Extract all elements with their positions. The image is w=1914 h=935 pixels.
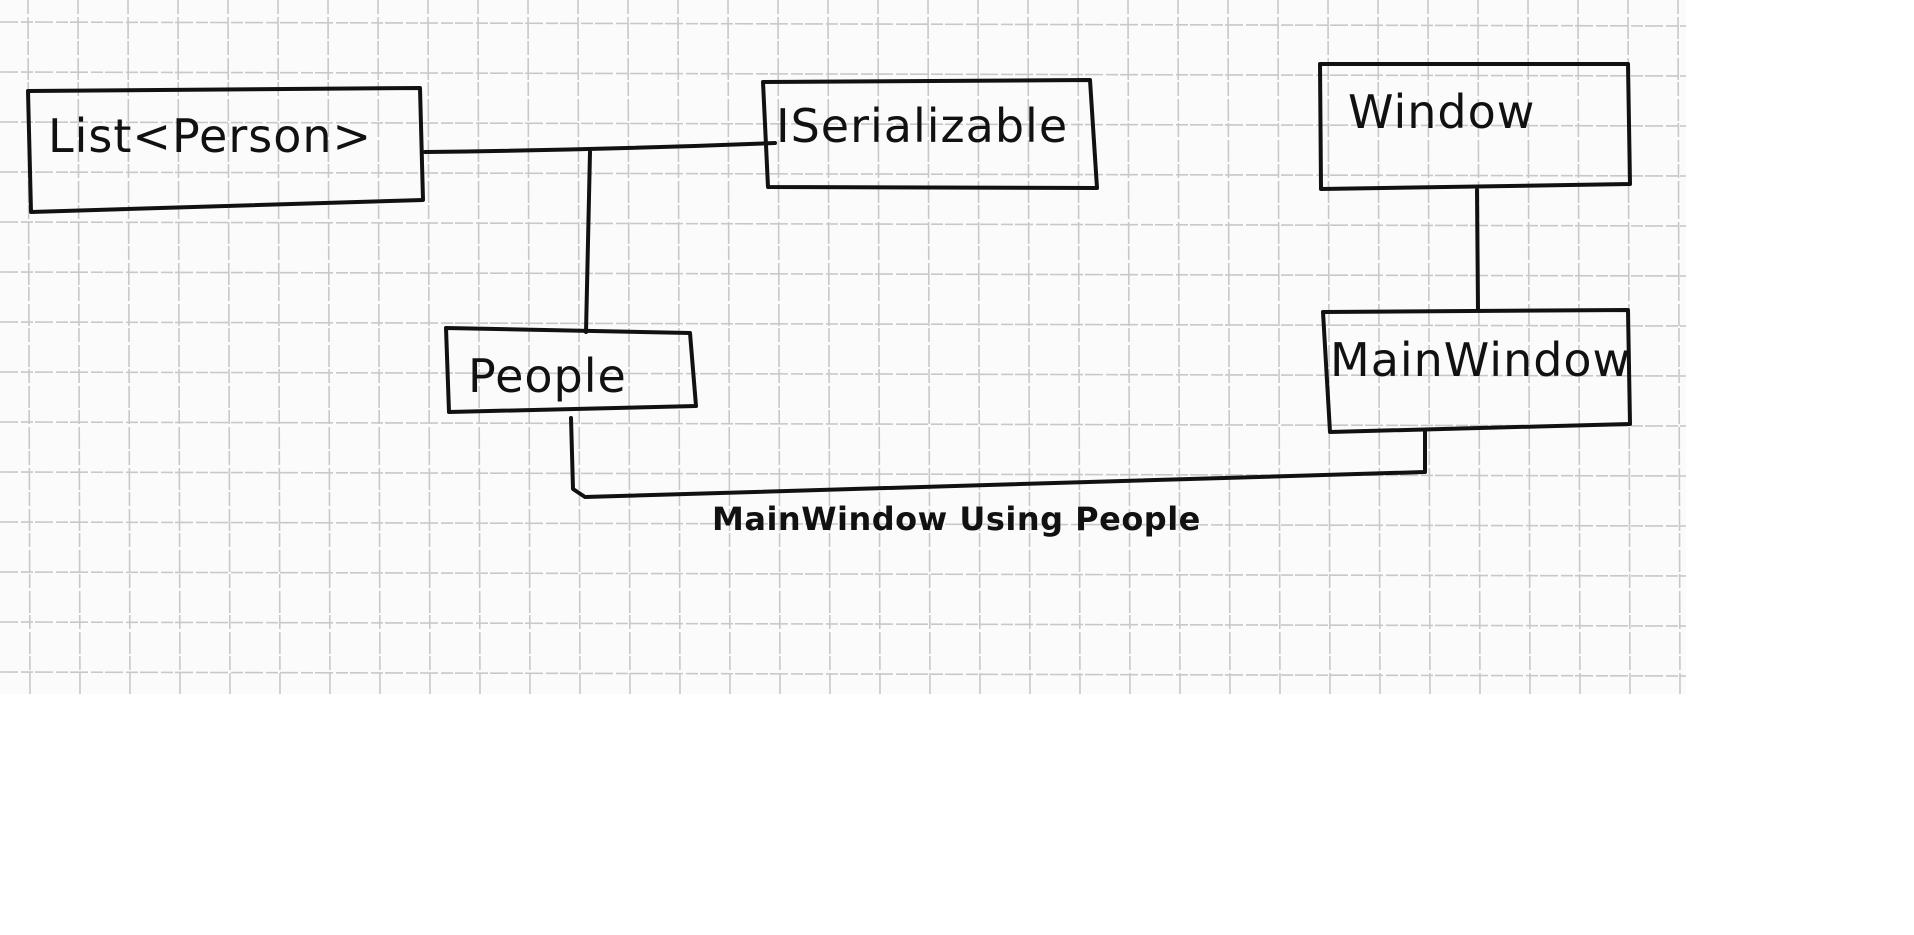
node-iserializable-box [761, 78, 1099, 190]
node-mainwindow-box [1321, 308, 1632, 434]
node-iserializable: ISerializable [761, 78, 1099, 190]
node-iserializable-label: ISerializable [776, 99, 1068, 153]
node-mainwindow-label: MainWindow [1330, 333, 1631, 387]
edge-mainwindow-to-people [569, 416, 1427, 499]
edge-list-to-iserializable [423, 141, 777, 154]
node-list-person-box [26, 86, 425, 214]
grid-lines [0, 0, 1687, 695]
node-people-box [444, 326, 698, 414]
node-list-person: List<Person> [26, 86, 425, 214]
edge-people-to-junction [584, 150, 592, 334]
edge-window-to-mainwindow [1475, 188, 1480, 312]
node-people: People [444, 326, 698, 414]
node-window-label: Window [1348, 85, 1535, 139]
graph-paper [0, 0, 1686, 694]
node-people-label: People [468, 349, 627, 403]
node-mainwindow: MainWindow [1321, 308, 1632, 434]
node-list-person-label: List<Person> [48, 109, 372, 163]
node-window: Window [1318, 62, 1632, 191]
edge-label-mainwindow-using-people: MainWindow Using People [712, 500, 1201, 538]
node-window-box [1318, 62, 1632, 191]
